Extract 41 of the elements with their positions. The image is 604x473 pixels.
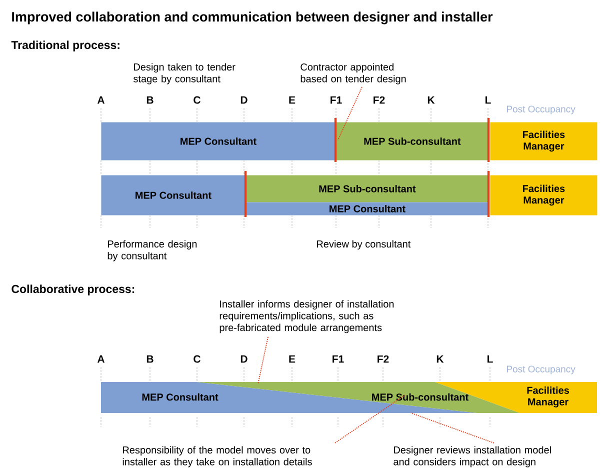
leader-line (258, 336, 268, 384)
section-heading: Traditional process: (11, 40, 120, 52)
stage-bar: MEP Consultant (246, 202, 488, 216)
stage-letter: D (240, 355, 248, 363)
stage-letter: B (146, 96, 154, 104)
stage-letter: D (240, 96, 248, 104)
annotation-text: Responsibility of the model moves over to installer as they take on installation details (122, 446, 312, 468)
section-heading: Collaborative process: (12, 284, 134, 296)
title: Improved collaboration and communication between designer and installer (12, 12, 493, 24)
annotation-text: Design taken to tender stage by consultant (134, 63, 236, 84)
stage-label: Post Occupancy (506, 106, 576, 114)
stage-letter: L (488, 355, 493, 363)
annotation-text: Performance design by consultant (108, 240, 197, 262)
annotation-text: Contractor appointed based on tender design (300, 63, 406, 84)
stage-letter: F1 (332, 355, 344, 363)
stage-bar: Facilities Manager (490, 122, 598, 160)
stage-letter: F1 (330, 96, 342, 104)
annotation-text: Installer informs designer of installation requirements/implications, such as pre-fabricated module arrangements (220, 300, 394, 334)
stage-letter: F2 (378, 355, 389, 363)
stage-letter: A (97, 96, 104, 104)
stage-letter: A (97, 355, 104, 363)
stage-letter: C (194, 96, 200, 104)
stage-letter: K (428, 96, 435, 104)
annotation-text: Review by consultant (317, 240, 411, 250)
stage-letter: F2 (374, 96, 385, 104)
annotation-text: Designer reviews installation model and considers impact on design (394, 446, 551, 468)
stage-letter: K (436, 355, 444, 363)
leader-line (334, 394, 406, 444)
leader-line (410, 412, 494, 444)
stage-bar: MEP Sub-consultant (246, 175, 488, 202)
stage-bar: MEP Consultant (101, 122, 336, 160)
leader-line (338, 86, 362, 140)
stage-letter: E (289, 355, 296, 363)
stage-letter: E (289, 96, 296, 104)
stage-label: Post Occupancy (506, 366, 576, 374)
stage-letter: L (486, 96, 491, 104)
stage-bar: Facilities Manager (490, 175, 598, 216)
stage-bar: MEP Sub-consultant (336, 122, 488, 160)
stage-letter: B (146, 355, 154, 363)
stage-letter: C (194, 355, 200, 363)
stage-bar: MEP Consultant (101, 175, 246, 216)
